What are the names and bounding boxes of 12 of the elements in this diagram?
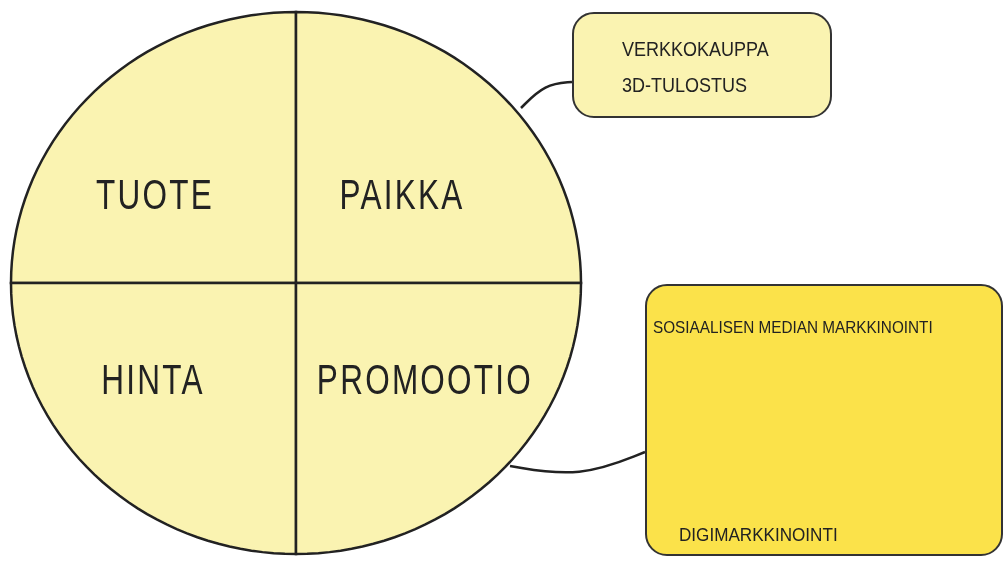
connector-line: [520, 80, 573, 109]
note-box: [645, 284, 1003, 556]
note-text: VERKKOKAUPPA: [622, 38, 769, 61]
connector-line: [509, 450, 646, 474]
quadrant-label: TUOTE: [96, 171, 214, 219]
quadrant-label: PAIKKA: [339, 171, 465, 219]
quadrant-label: PROMOOTIO: [316, 356, 534, 404]
quadrant-label: HINTA: [101, 356, 205, 404]
note-text: 3D-TULOSTUS: [622, 74, 747, 97]
note-box: [572, 12, 832, 118]
note-text: SOSIAALISEN MEDIAN MARKKINOINTI: [653, 318, 933, 338]
note-text: DIGIMARKKINOINTI: [679, 524, 838, 546]
